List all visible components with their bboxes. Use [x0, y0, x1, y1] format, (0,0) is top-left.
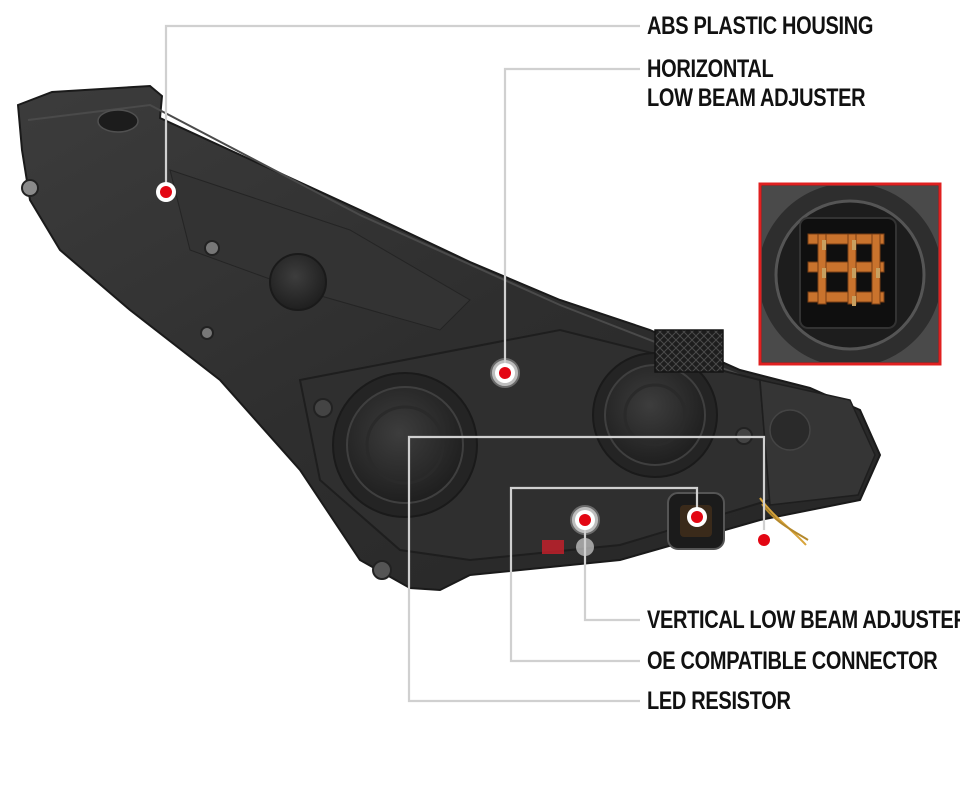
- label-horizontal-adjuster: HORIZONTAL LOW BEAM ADJUSTER: [647, 55, 866, 113]
- label-line: VERTICAL LOW BEAM ADJUSTER: [647, 606, 960, 634]
- label-vertical-adjuster: VERTICAL LOW BEAM ADJUSTER: [647, 606, 960, 635]
- leader-lines: [164, 24, 766, 703]
- label-line: ABS PLASTIC HOUSING: [647, 12, 874, 40]
- marker-led-resistor: [754, 530, 774, 550]
- marker-horizontal-adjuster: [495, 363, 515, 383]
- label-line: LED RESISTOR: [647, 687, 791, 715]
- leader-abs-housing: [164, 24, 640, 192]
- leader-horizontal-adjuster: [503, 67, 640, 373]
- label-led-resistor: LED RESISTOR: [647, 687, 791, 716]
- leader-led-resistor: [407, 435, 766, 703]
- leader-oe-connector: [509, 486, 699, 663]
- marker-vertical-adjuster: [575, 510, 595, 530]
- label-line: LOW BEAM ADJUSTER: [647, 84, 866, 112]
- label-abs-housing: ABS PLASTIC HOUSING: [647, 12, 873, 41]
- marker-oe-connector: [687, 507, 707, 527]
- label-line: HORIZONTAL: [647, 55, 774, 83]
- label-line: OE COMPATIBLE CONNECTOR: [647, 647, 938, 675]
- label-oe-connector: OE COMPATIBLE CONNECTOR: [647, 647, 938, 676]
- leader-vertical-adjuster: [583, 520, 640, 622]
- headlight-housing: [16, 84, 882, 592]
- connector-inset: [758, 182, 942, 366]
- markers: [156, 182, 774, 550]
- marker-abs-housing: [156, 182, 176, 202]
